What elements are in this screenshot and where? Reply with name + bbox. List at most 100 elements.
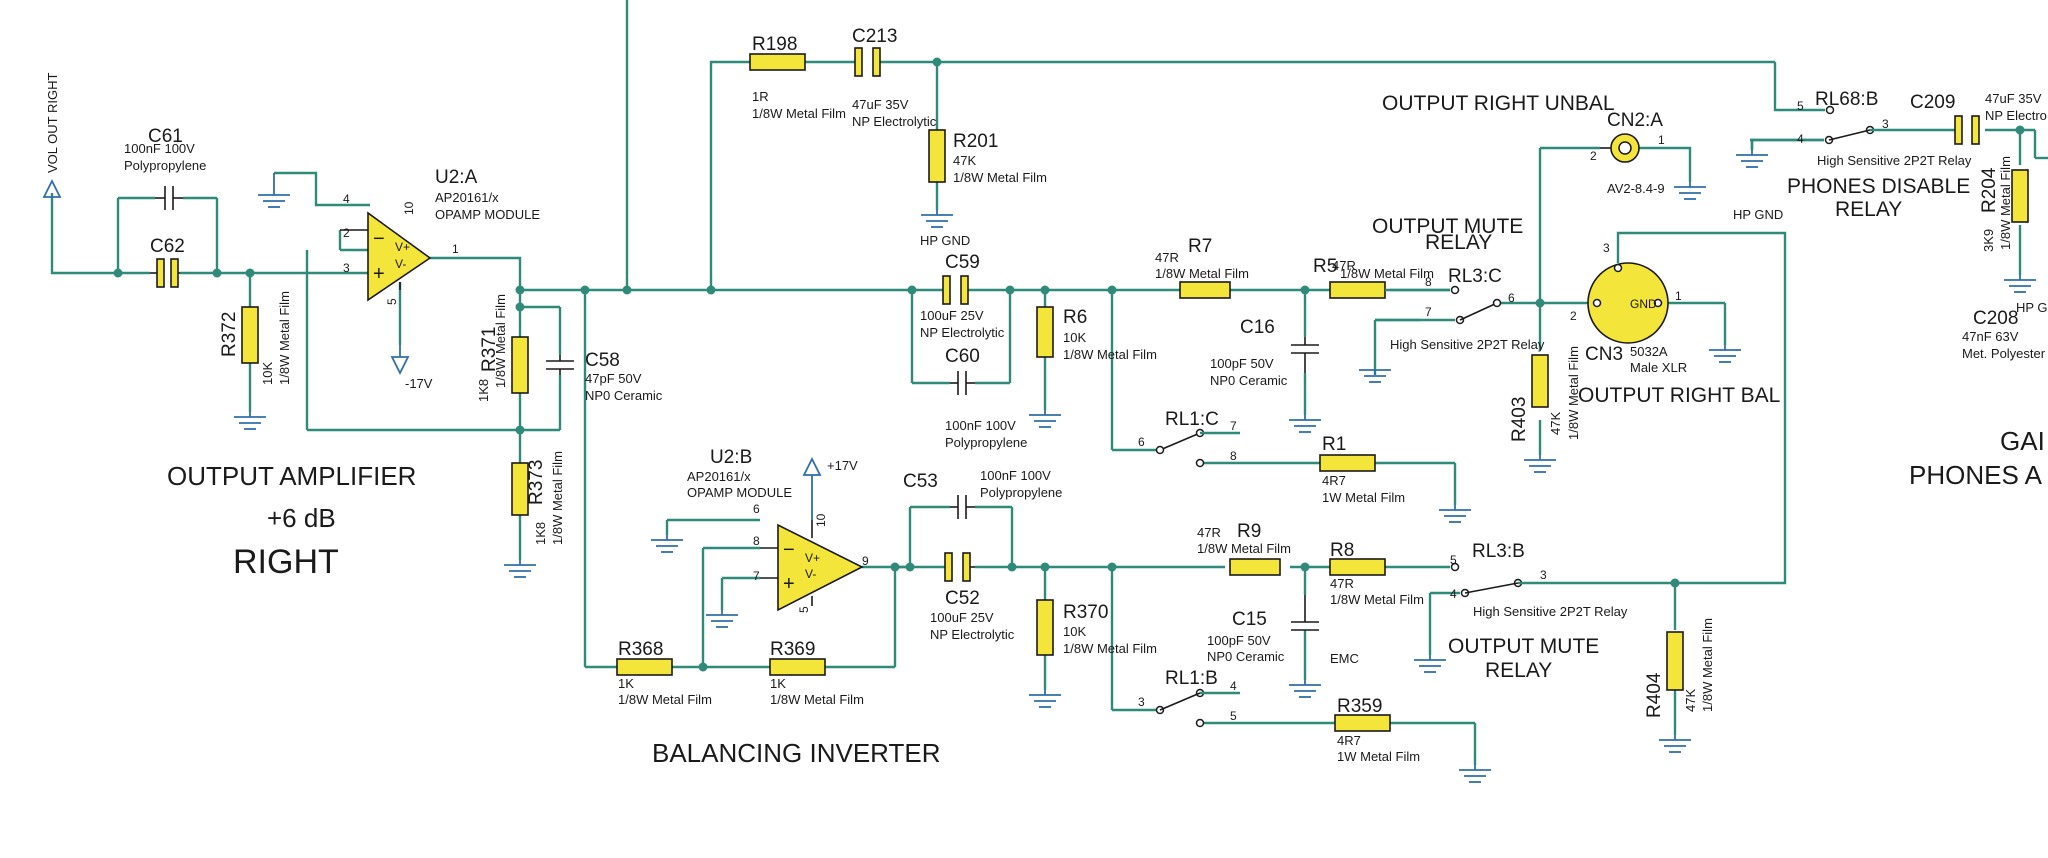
r201-v1: 47K	[953, 153, 976, 168]
r204-ref: R204	[1979, 167, 2000, 213]
u2a-pin4: 4	[343, 192, 350, 206]
rl3c-v1: High Sensitive 2P2T Relay	[1390, 337, 1545, 352]
c52-ref: C52	[945, 588, 980, 609]
cn2a-v1: AV2-8.4-9	[1607, 181, 1665, 196]
r373-ref: R373	[526, 460, 547, 505]
balancing-inverter-title: BALANCING INVERTER	[652, 738, 940, 768]
rl1c-ref: RL1:C	[1165, 409, 1219, 430]
r369-v1: 1K	[770, 676, 786, 691]
u2a-opamp	[340, 211, 432, 302]
c213-ref: C213	[852, 26, 897, 47]
r5-v2: 1/8W Metal Film	[1340, 266, 1434, 281]
r404-ref: R404	[1644, 672, 1665, 718]
mute-relay-1a: OUTPUT MUTE	[1372, 215, 1523, 238]
r369-v2: 1/8W Metal Film	[770, 692, 864, 707]
r372-v1: 10K	[260, 362, 275, 385]
phones-disable-a: PHONES DISABLE	[1787, 175, 1970, 198]
r372-v2: 1/8W Metal Film	[277, 291, 292, 385]
gain-cut: GAI	[2000, 426, 2045, 456]
cn3-v1: 5032A	[1630, 344, 1668, 359]
channel-title: RIGHT	[233, 543, 339, 581]
r204-resistor	[2011, 169, 2029, 223]
c61-ref: C61	[148, 126, 183, 147]
c60-v2: Polypropylene	[945, 435, 1027, 450]
c15-v1: 100pF 50V	[1207, 633, 1271, 648]
u2b-plus: +	[783, 573, 795, 595]
rl68b-pin4: 4	[1797, 132, 1804, 146]
c62-capacitor	[150, 258, 180, 288]
r370-resistor	[1036, 599, 1054, 656]
r8-v1: 47R	[1330, 576, 1354, 591]
r368-v2: 1/8W Metal Film	[618, 692, 712, 707]
mute-relay-1b: RELAY	[1425, 231, 1492, 254]
rl3c-relay	[1375, 285, 1502, 325]
c61-v1: 100nF 100V	[124, 141, 195, 156]
c16-ref: C16	[1240, 317, 1275, 338]
rl1b-relay	[1155, 688, 1240, 728]
c58-capacitor	[546, 355, 574, 375]
u2a-minus: −	[373, 228, 385, 250]
r204-v2: 1/8W Metal Film	[1998, 156, 2013, 250]
u2b-pin8: 8	[753, 534, 760, 548]
r7-resistor	[1179, 281, 1231, 299]
rl3b-v1: High Sensitive 2P2T Relay	[1473, 604, 1628, 619]
r403-v1: 47K	[1548, 412, 1563, 435]
cn2a-connector	[1600, 133, 1640, 163]
c16-v2: NP0 Ceramic	[1210, 373, 1288, 388]
mute-relay-2b: RELAY	[1485, 659, 1552, 682]
r371-ref: R371	[479, 327, 500, 372]
c213-v2: NP Electrolytic	[852, 114, 937, 129]
r403-resistor	[1531, 354, 1549, 408]
cn3-gnd: GND	[1630, 297, 1657, 311]
grounds	[42, 150, 2036, 783]
u2b-pin9: 9	[862, 554, 869, 568]
c53-capacitor	[950, 495, 975, 519]
c58-ref: C58	[585, 350, 620, 371]
r359-v2: 1W Metal Film	[1337, 749, 1420, 764]
phones-disable-b: RELAY	[1835, 198, 1902, 221]
rl3c-pin7: 7	[1425, 305, 1432, 319]
r198-v2: 1/8W Metal Film	[752, 106, 846, 121]
r371-resistor	[511, 336, 529, 394]
c60-v1: 100nF 100V	[945, 418, 1016, 433]
r373-v1: 1K8	[533, 522, 548, 545]
r373-resistor	[511, 462, 529, 516]
c58-v1: 47pF 50V	[585, 371, 642, 386]
c15-ref: C15	[1232, 609, 1267, 630]
c15-v2: NP0 Ceramic	[1207, 649, 1285, 664]
r5-v1: 47R	[1332, 258, 1356, 273]
rl3b-pin4: 4	[1450, 587, 1457, 601]
cn3-pin3: 3	[1603, 241, 1610, 255]
c61-v2: Polypropylene	[124, 158, 206, 173]
rl3b-relay	[1450, 562, 1545, 598]
r8-ref: R8	[1330, 540, 1354, 561]
r5-resistor	[1329, 281, 1386, 299]
u2a-pin10: 10	[402, 201, 416, 215]
c213-capacitor	[854, 47, 881, 77]
u2b-v2: OPAMP MODULE	[687, 485, 792, 500]
r359-resistor	[1334, 714, 1391, 732]
r201-v2: 1/8W Metal Film	[953, 170, 1047, 185]
r198-resistor	[749, 53, 806, 71]
c59-capacitor	[942, 275, 969, 305]
r372-resistor	[241, 306, 259, 364]
u2b-v1: AP20161/x	[687, 469, 751, 484]
c59-v2: NP Electrolytic	[920, 325, 1005, 340]
rl3c-ref: RL3:C	[1448, 266, 1502, 287]
c53-ref: C53	[903, 471, 938, 492]
rl1c-pin7: 7	[1230, 419, 1237, 433]
r6-v2: 1/8W Metal Film	[1063, 347, 1157, 362]
rl3c-pin8: 8	[1425, 275, 1432, 289]
rl68b-pin5: 5	[1797, 99, 1804, 113]
c209-v2: NP Electro	[1985, 108, 2047, 123]
c60-ref: C60	[945, 346, 980, 367]
u2b-vm: V-	[805, 567, 816, 581]
c213-v1: 47uF 35V	[852, 97, 909, 112]
r9-ref: R9	[1237, 521, 1261, 542]
vol-out-label: VOL OUT RIGHT	[45, 73, 60, 173]
u2b-pin6: 6	[753, 502, 760, 516]
r198-ref: R198	[752, 34, 797, 55]
r368-ref: R368	[618, 639, 663, 660]
c58-v2: NP0 Ceramic	[585, 388, 663, 403]
